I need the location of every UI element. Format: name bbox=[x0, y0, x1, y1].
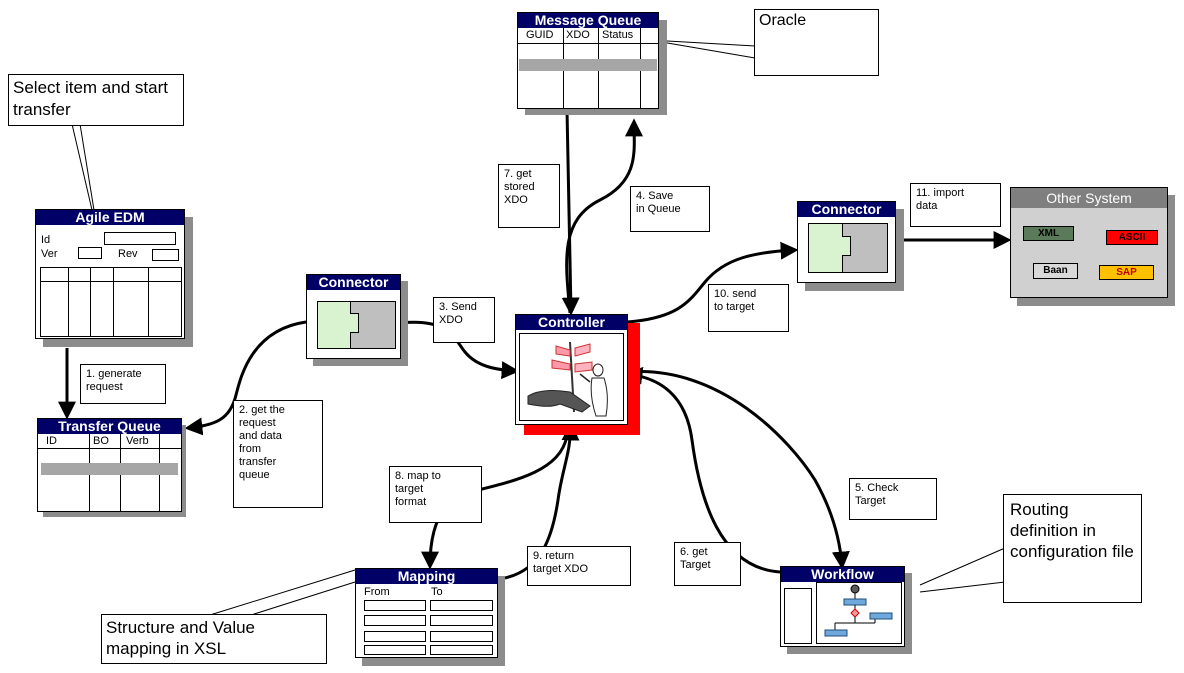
message-queue-col-xdo: XDO bbox=[566, 29, 590, 41]
arrow-get-request bbox=[184, 320, 307, 436]
step-10-note: 10. send to target bbox=[708, 284, 789, 332]
step-3-note: 3. Send XDO bbox=[433, 297, 495, 343]
transfer-queue-window: Transfer Queue ID BO Verb bbox=[37, 418, 182, 512]
mapping-title: Mapping bbox=[356, 569, 497, 584]
workflow-title: Workflow bbox=[781, 567, 904, 582]
pointer-structure-1 bbox=[209, 569, 356, 616]
pointer-select-item-1 bbox=[71, 123, 93, 211]
chip-baan: Baan bbox=[1033, 263, 1078, 279]
agile-edm-id-field[interactable] bbox=[104, 232, 176, 245]
workflow-diagram-icon bbox=[824, 584, 893, 637]
message-queue-window: Message Queue GUID XDO Status bbox=[517, 12, 659, 109]
controller-title: Controller bbox=[516, 315, 627, 330]
mapping-from-cell[interactable] bbox=[364, 631, 426, 642]
agile-edm-id-label: Id bbox=[41, 234, 51, 246]
step-6-note: 6. get Target bbox=[674, 542, 741, 586]
callout-routing: Routing definition in configuration file bbox=[1003, 494, 1142, 603]
step-1-note: 1. generate request bbox=[80, 364, 166, 404]
callout-select-item-text: Select item and start transfer bbox=[13, 78, 168, 119]
arrow-get-stored-xdo bbox=[561, 109, 580, 316]
step-5-note: 5. Check Target bbox=[849, 478, 937, 520]
connector-left-plug bbox=[317, 301, 351, 349]
mapping-to-cell[interactable] bbox=[430, 600, 493, 611]
callout-routing-text: Routing definition in configuration file bbox=[1010, 500, 1134, 561]
chip-xml: XML bbox=[1023, 226, 1074, 241]
callout-oracle: Oracle bbox=[754, 9, 879, 76]
step-4-note: 4. Save in Queue bbox=[630, 186, 710, 232]
callout-structure: Structure and Value mapping in XSL bbox=[101, 614, 327, 664]
connector-right-plug bbox=[808, 223, 843, 273]
transfer-queue-col-id: ID bbox=[46, 435, 57, 447]
arrow-send-to-target bbox=[626, 241, 799, 324]
connector-left-plug-tab bbox=[350, 313, 359, 333]
message-queue-col-status: Status bbox=[602, 29, 634, 41]
step-8-note: 8. map to target format bbox=[389, 466, 482, 523]
message-queue-title: Message Queue bbox=[518, 13, 658, 28]
workflow-window[interactable]: Workflow bbox=[780, 566, 905, 647]
callout-structure-text: Structure and Value mapping in XSL bbox=[106, 618, 255, 658]
transfer-queue-col-bo: BO bbox=[93, 435, 109, 447]
step-2-note: 2. get the request and data from transfe… bbox=[233, 400, 323, 508]
other-system-title: Other System bbox=[1011, 188, 1167, 208]
other-system-box[interactable]: Other System XML ASCII Baan SAP bbox=[1010, 187, 1168, 298]
pointer-routing-1 bbox=[919, 547, 1006, 586]
mapping-to-cell[interactable] bbox=[430, 645, 493, 655]
mapping-to-cell[interactable] bbox=[430, 631, 493, 642]
message-queue-selected-row[interactable] bbox=[519, 59, 657, 71]
signpost-person-icon bbox=[527, 341, 608, 417]
step-11-note: 11. import data bbox=[910, 183, 1001, 227]
message-queue-col-guid: GUID bbox=[526, 29, 554, 41]
agile-edm-ver-field[interactable] bbox=[78, 247, 102, 259]
mapping-from-cell[interactable] bbox=[364, 600, 426, 611]
pointer-routing-2 bbox=[919, 581, 1006, 593]
transfer-queue-title: Transfer Queue bbox=[38, 419, 181, 434]
step-7-note: 7. get stored XDO bbox=[498, 164, 560, 228]
controller-window[interactable]: Controller bbox=[515, 314, 628, 425]
workflow-diagram-panel bbox=[816, 582, 902, 644]
mapping-from-cell[interactable] bbox=[364, 645, 426, 655]
arrow-save-in-queue bbox=[565, 118, 644, 314]
pointer-select-item-2 bbox=[79, 123, 95, 211]
mapping-col-to: To bbox=[431, 586, 443, 598]
transfer-queue-col-verb: Verb bbox=[126, 435, 149, 447]
connector-right-plug-tab bbox=[842, 236, 851, 256]
mapping-col-from: From bbox=[364, 586, 390, 598]
step-9-note: 9. return target XDO bbox=[527, 546, 631, 586]
mapping-window[interactable]: Mapping From To bbox=[355, 568, 498, 658]
callout-oracle-text: Oracle bbox=[759, 12, 807, 29]
chip-sap: SAP bbox=[1099, 265, 1154, 280]
transfer-queue-selected-row[interactable] bbox=[41, 463, 178, 475]
connector-left-window[interactable]: Connector bbox=[306, 274, 401, 359]
agile-edm-item-table[interactable] bbox=[40, 267, 182, 337]
agile-edm-rev-field[interactable] bbox=[152, 249, 179, 261]
connector-left-title: Connector bbox=[307, 275, 400, 290]
arrow-check-target bbox=[627, 370, 850, 570]
workflow-sidebar-panel bbox=[784, 588, 812, 644]
agile-edm-ver-label: Ver bbox=[41, 248, 58, 260]
agile-edm-rev-label: Rev bbox=[118, 248, 138, 260]
agile-edm-window: Agile EDM Id Ver Rev bbox=[35, 209, 185, 339]
arrow-send-xdo bbox=[400, 320, 520, 380]
agile-edm-title: Agile EDM bbox=[36, 210, 184, 225]
connector-right-title: Connector bbox=[798, 202, 895, 217]
chip-ascii: ASCII bbox=[1106, 230, 1158, 245]
callout-select-item: Select item and start transfer bbox=[8, 74, 184, 126]
controller-illustration-frame bbox=[519, 333, 624, 421]
connector-right-window[interactable]: Connector bbox=[797, 201, 896, 283]
mapping-from-cell[interactable] bbox=[364, 615, 426, 626]
mapping-to-cell[interactable] bbox=[430, 615, 493, 626]
